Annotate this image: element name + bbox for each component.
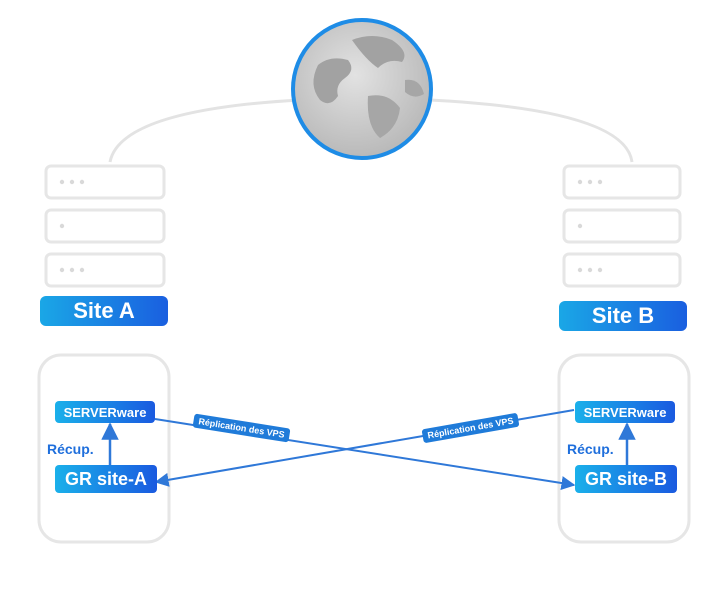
site-a-label: Site A [40, 296, 168, 326]
site-a-container [37, 353, 171, 544]
site-b-container [557, 353, 691, 544]
server-rack-icon [44, 164, 166, 288]
server-rack-icon [562, 164, 682, 288]
globe-icon [291, 18, 433, 160]
site-a-gr-tag: GR site-A [55, 465, 157, 493]
site-b-label: Site B [559, 301, 687, 331]
site-b-gr-tag: GR site-B [575, 465, 677, 493]
site-a-recup-label: Récup. [47, 441, 94, 457]
site-a-serverware-tag: SERVERware [55, 401, 155, 423]
site-b-serverware-tag: SERVERware [575, 401, 675, 423]
site-b-recup-label: Récup. [567, 441, 614, 457]
